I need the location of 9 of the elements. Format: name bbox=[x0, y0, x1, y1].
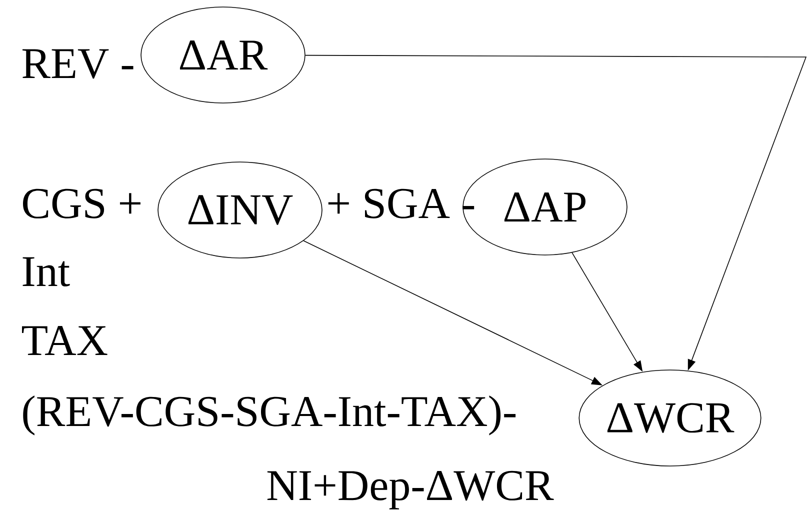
formula-text: REV - bbox=[22, 49, 134, 79]
ellipse-node: ΔAR bbox=[140, 6, 306, 104]
formula-text: NI+Dep-ΔWCR bbox=[267, 470, 554, 510]
formula-text: CGS + bbox=[23, 188, 140, 218]
ellipse-node: ΔINV bbox=[158, 162, 322, 258]
formula-text: TAX bbox=[22, 326, 108, 355]
formula-text: Int bbox=[22, 257, 70, 286]
ellipse-node: ΔWCR bbox=[578, 370, 762, 466]
formula-text: (REV-CGS-SGA-Int-TAX)- bbox=[23, 395, 516, 436]
